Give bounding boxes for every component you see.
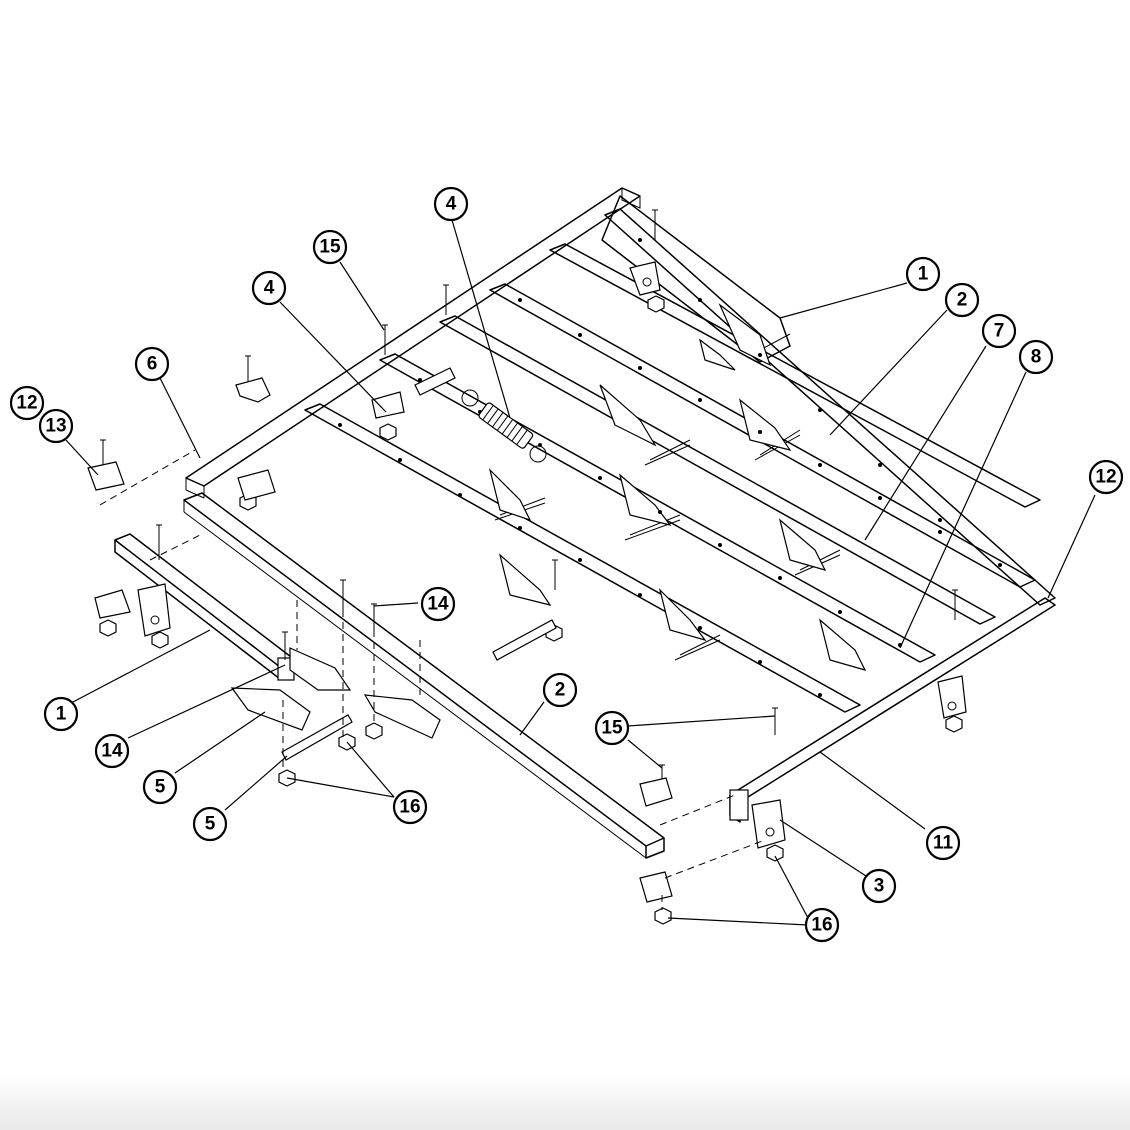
callout-15-top: 15 <box>312 229 348 265</box>
callout-11-label: 11 <box>933 833 954 854</box>
callout-15-top-label: 15 <box>319 237 341 258</box>
callout-13-label: 13 <box>45 416 66 437</box>
back-frame <box>185 187 1056 823</box>
callout-15-bottom: 15 <box>594 710 630 746</box>
lower-plates <box>230 619 557 761</box>
callout-16-right: 16 <box>804 907 840 943</box>
rail-f <box>604 208 1056 606</box>
callout-7: 5 <box>142 769 178 805</box>
callout-10: 8 <box>1018 339 1054 375</box>
callout-2-bottom-label: 2 <box>555 680 566 701</box>
bottom-shadow <box>0 1075 1130 1130</box>
callout-16-left-label: 16 <box>399 797 420 818</box>
callout-5: 5 <box>192 806 228 842</box>
stub-bar-upper <box>601 195 791 363</box>
clamp-brackets <box>87 261 967 903</box>
callout-1-top-label: 1 <box>918 264 929 285</box>
callout-1-top: 1 <box>905 256 941 292</box>
callout-2-top-label: 2 <box>957 290 968 311</box>
tension-spring <box>461 389 547 463</box>
callout-15-bottom-label: 15 <box>601 718 623 739</box>
leader-lines <box>65 219 1096 926</box>
callout-3-label: 3 <box>874 876 885 897</box>
callout-12-left: 12 <box>9 385 45 421</box>
bolts <box>100 209 958 795</box>
bottom-cross-beam <box>729 597 1056 803</box>
rail-c <box>439 315 996 625</box>
callout-6-label: 4 <box>446 194 457 215</box>
callout-5-label: 5 <box>205 814 216 835</box>
callout-13: 13 <box>38 408 74 444</box>
callout-1-bottom: 1 <box>43 696 79 732</box>
beam-end-cap <box>729 789 749 821</box>
callout-12-right: 12 <box>1088 459 1124 495</box>
rail-e <box>549 243 1041 508</box>
rail-b <box>379 353 936 663</box>
callout-12-left-label: 12 <box>16 393 37 414</box>
callout-10-label: 8 <box>1031 347 1042 368</box>
front-long-beam <box>183 492 665 859</box>
callout-9-label: 7 <box>994 321 1005 342</box>
callout-4: 4 <box>251 270 287 306</box>
callout-6: 4 <box>433 186 469 222</box>
callout-3: 3 <box>861 868 897 904</box>
assembly-lines <box>99 449 766 910</box>
top-cross-beam <box>185 187 641 487</box>
callout-2-bottom: 2 <box>542 672 578 708</box>
callout-14-upper-label: 14 <box>427 594 449 615</box>
callout-9: 7 <box>981 313 1017 349</box>
rail-holes <box>338 238 1002 697</box>
callout-7-label: 5 <box>155 777 166 798</box>
callout-1-bottom-label: 1 <box>56 704 67 725</box>
callout-16-left: 16 <box>392 789 428 825</box>
callout-11: 11 <box>925 825 961 861</box>
back-frame-brackets <box>488 303 867 671</box>
callout-2-top: 2 <box>944 282 980 318</box>
callout-14-lower-label: 14 <box>101 741 123 762</box>
callout-8-label: 6 <box>147 354 158 375</box>
callout-14-lower: 14 <box>94 733 130 769</box>
callout-12-right-label: 12 <box>1095 467 1116 488</box>
callout-14-upper: 14 <box>420 586 456 622</box>
callout-4-label: 4 <box>264 278 275 299</box>
callout-16-right-label: 16 <box>811 915 832 936</box>
callout-8: 6 <box>134 346 170 382</box>
plate-7 <box>230 687 311 731</box>
